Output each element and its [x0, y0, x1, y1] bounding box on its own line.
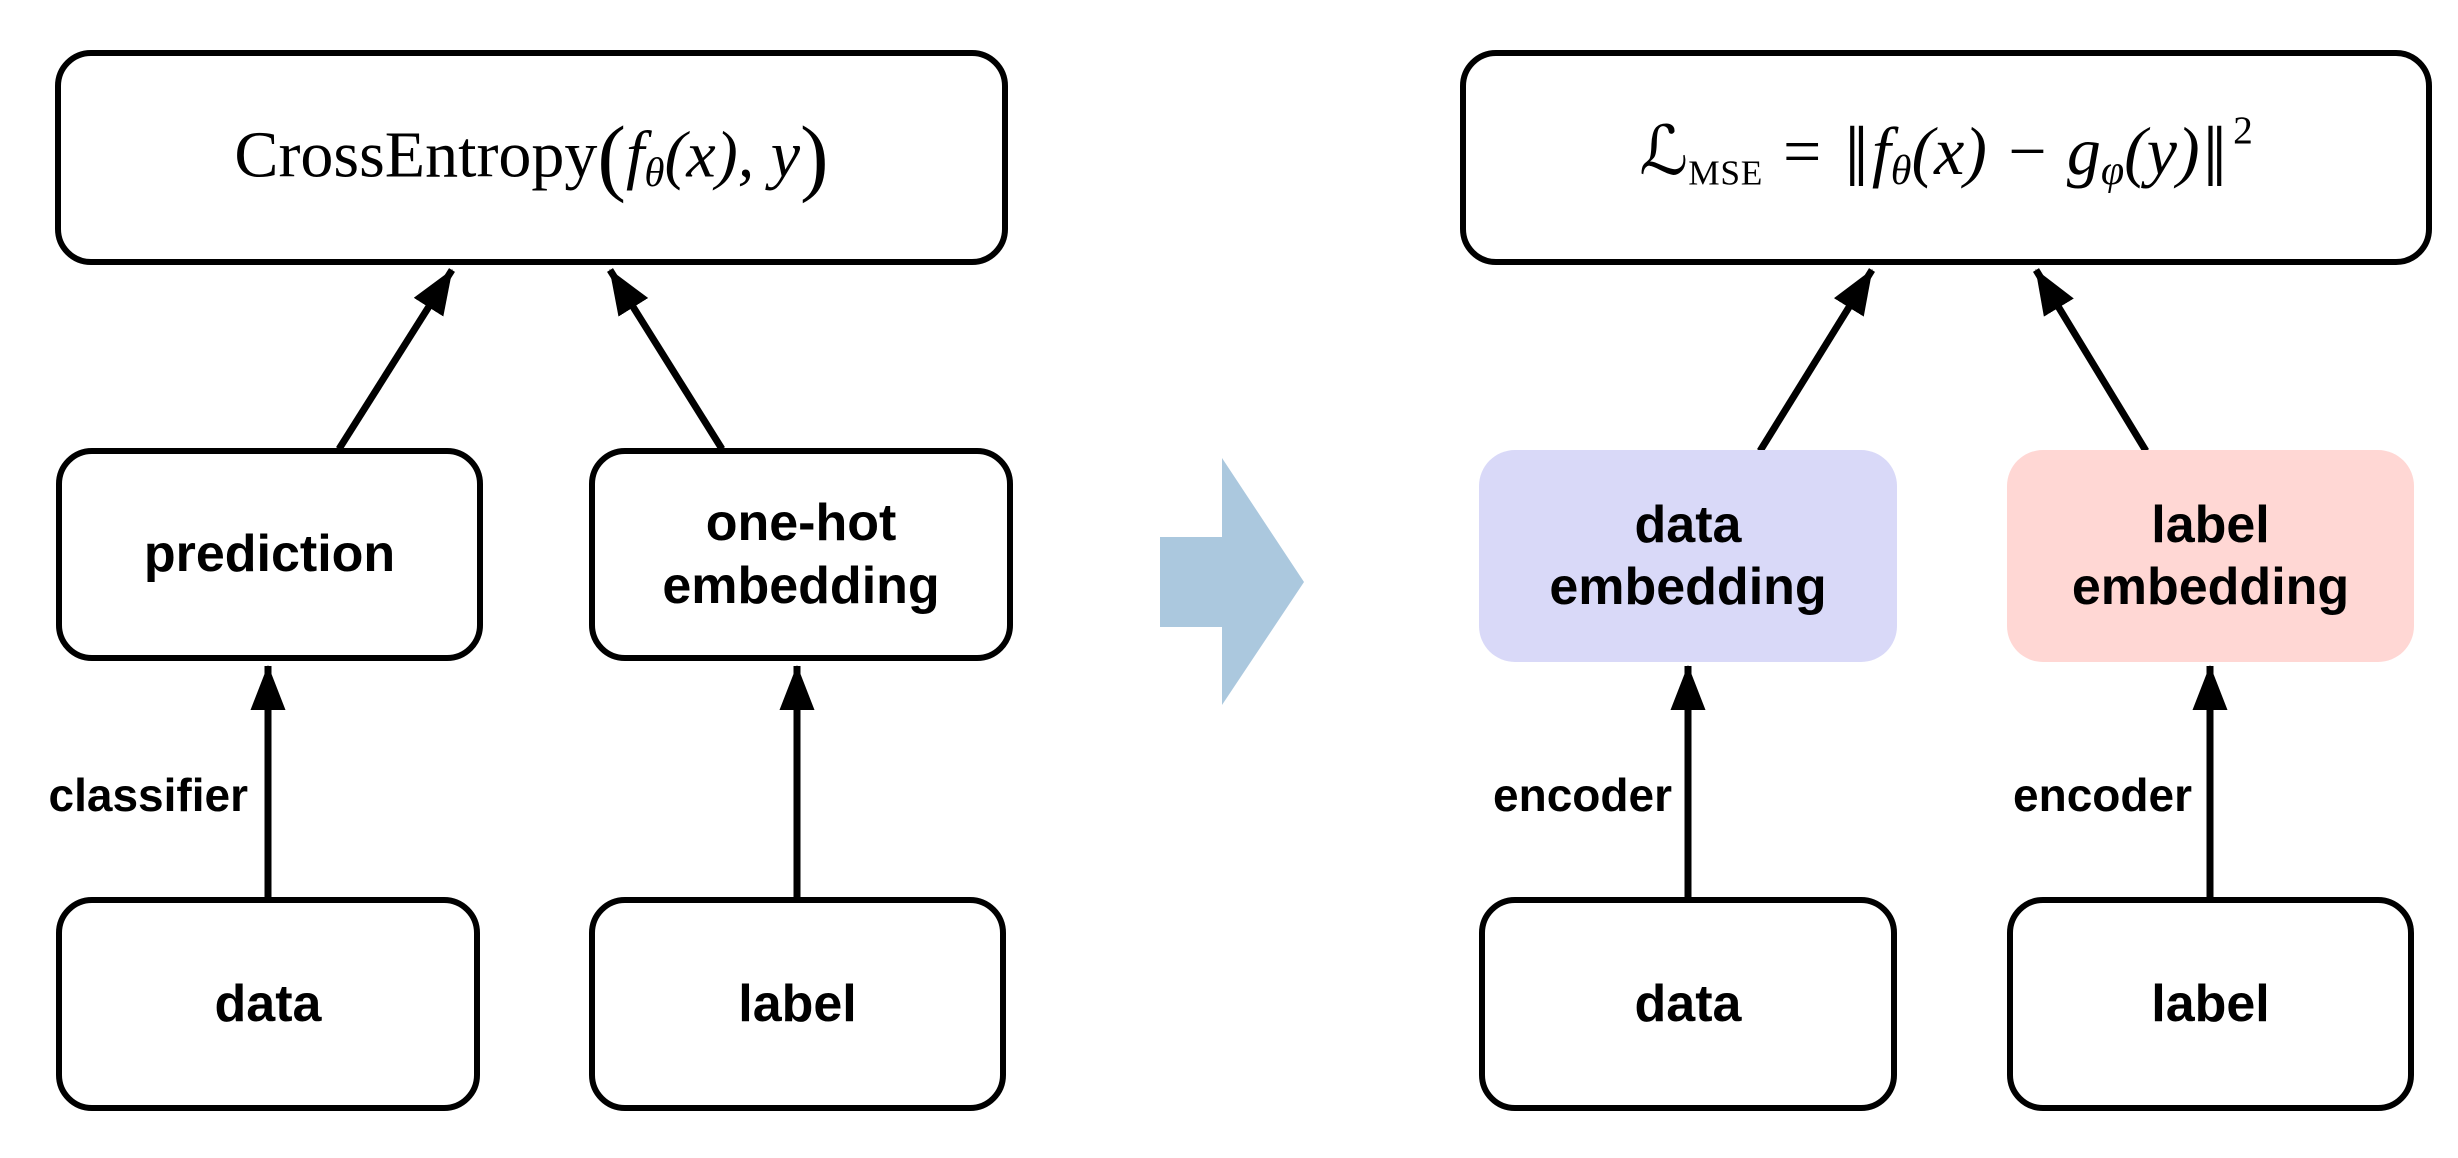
formula-args: (y): [2124, 113, 2200, 190]
formula-g: g: [2066, 113, 2101, 190]
mse-loss-box: ℒMSE=‖fθ(x) − gφ(y)‖2: [1460, 50, 2432, 265]
formula-mse-subscript: MSE: [1688, 152, 1764, 193]
formula-close-paren: ): [799, 109, 829, 205]
arrow-label-embedding-to-mse: [2033, 268, 2149, 453]
mse-formula: ℒMSE=‖fθ(x) − gφ(y)‖2: [1639, 105, 2253, 209]
formula-theta-subscript: θ: [644, 150, 665, 196]
arrow-data-embedding-to-mse: [1757, 268, 1875, 453]
formula-squared-superscript: 2: [2233, 107, 2253, 152]
data-box-right-label: data: [1634, 974, 1742, 1033]
label-embedding-box-label: label embedding: [2071, 495, 2350, 616]
formula-theta-subscript: θ: [1890, 147, 1912, 195]
label-box-left-label: label: [738, 974, 857, 1033]
one-hot-embedding-box: one-hot embedding: [589, 448, 1013, 661]
prediction-box-label: prediction: [143, 525, 396, 584]
formula-minus-section: (x) −: [1911, 113, 2067, 190]
encoder-arrow-label-data: encoder: [1493, 769, 1672, 821]
classifier-arrow-label: classifier: [48, 769, 248, 821]
label-box-left: label: [589, 897, 1006, 1111]
data-box-left-label: data: [214, 974, 322, 1033]
formula-f: f: [626, 118, 645, 192]
crossentropy-loss-box: CrossEntropy(fθ(x), y): [55, 50, 1008, 265]
prediction-box: prediction: [56, 448, 483, 661]
data-box-right: data: [1479, 897, 1897, 1111]
formula-script-L: ℒ: [1639, 113, 1689, 190]
formula-args: (x), y: [664, 118, 800, 192]
label-box-right: label: [2007, 897, 2414, 1111]
formula-function-name: CrossEntropy: [234, 118, 598, 192]
formula-open-paren: (: [597, 109, 626, 205]
arrow-onehot-to-crossentropy: [607, 268, 725, 451]
one-hot-embedding-box-label: one-hot embedding: [662, 494, 940, 615]
formula-f: f: [1871, 113, 1891, 190]
crossentropy-formula: CrossEntropy(fθ(x), y): [234, 106, 828, 209]
data-embedding-box: data embedding: [1479, 450, 1897, 662]
formula-phi-subscript: φ: [2100, 147, 2125, 195]
formula-left-norm-bar: ‖: [1844, 108, 1869, 206]
arrow-prediction-to-crossentropy: [336, 268, 455, 451]
data-box-left: data: [56, 897, 480, 1111]
formula-equals: =: [1783, 113, 1822, 190]
data-embedding-box-label: data embedding: [1549, 495, 1827, 616]
transform-arrow: [1160, 458, 1304, 705]
label-box-right-label: label: [2151, 974, 2270, 1033]
formula-right-norm-bar: ‖: [2202, 108, 2228, 206]
label-embedding-box: label embedding: [2007, 450, 2414, 662]
encoder-arrow-label-label: encoder: [2013, 769, 2192, 821]
